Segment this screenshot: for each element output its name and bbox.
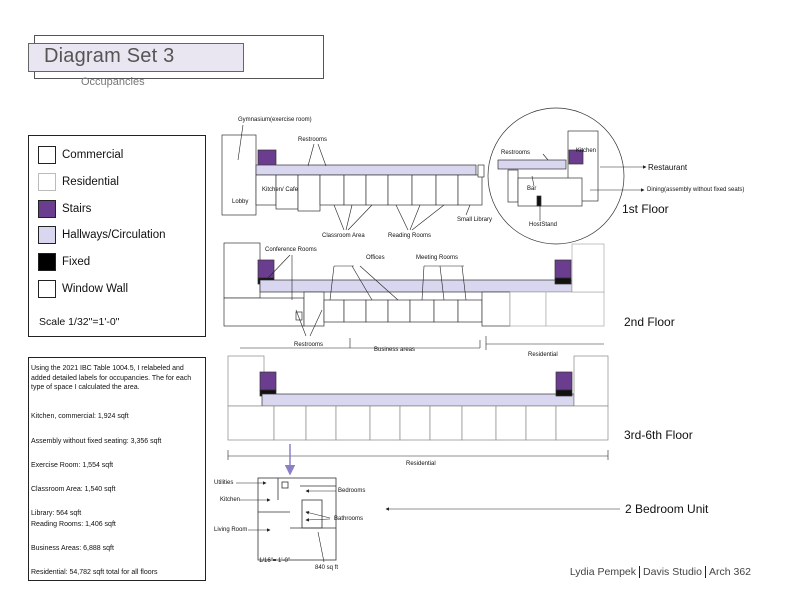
legend-label: Commercial [62, 149, 124, 161]
label-kitchen-cafe: Kitchen/ Cafe [262, 187, 299, 193]
legend-item-fixed: Fixed [38, 253, 90, 271]
commercial-swatch [38, 146, 56, 164]
label-business-areas: Business areas [374, 347, 416, 353]
second-floor-plan [223, 242, 605, 327]
legend-label: Hallways/Circulation [62, 229, 166, 241]
label-unit-scale: 1/16"= 1'-0" [259, 558, 290, 564]
note-library: Library: 564 sqft [31, 510, 82, 517]
label-living-room: Living Room [214, 527, 248, 533]
hallway-swatch [38, 226, 56, 244]
label-unit-kitchen: Kitchen [220, 497, 241, 503]
legend-label: Fixed [62, 256, 91, 268]
note-kitchen: Kitchen, commercial: 1,924 sqft [31, 413, 129, 420]
footer-course: Arch 362 [708, 566, 751, 578]
label-kitchen: Kitchen [576, 148, 597, 154]
scale-note: Scale 1/32"=1'-0" [39, 316, 120, 328]
note-assembly: Assembly without fixed seating: 3,356 sq… [31, 438, 162, 445]
callout-lines [227, 124, 647, 563]
legend-label: Residential [62, 176, 119, 188]
page-title: Diagram Set 3 [44, 45, 175, 67]
label-offices: Offices [366, 255, 385, 261]
legend: Commercial Residential Stairs Hallways/C… [28, 135, 206, 337]
label-classroom-area: Classroom Area [322, 233, 365, 239]
legend-item-residential: Residential [38, 173, 119, 191]
label-restrooms-rest: Restrooms [501, 150, 531, 156]
label-reading-rooms: Reading Rooms [388, 233, 432, 239]
fixed-swatch [38, 253, 56, 271]
typical-floor-plan [227, 355, 609, 441]
label-gymnasium: Gymnasium(exercise room) [238, 117, 312, 123]
floor-title-first: 1st Floor [622, 202, 669, 216]
occupancy-notes: Using the 2021 IBC Table 1004.5, I relab… [28, 357, 206, 581]
legend-item-hallways: Hallways/Circulation [38, 226, 166, 244]
label-host-stand: HostStand [529, 222, 558, 228]
note-exercise: Exercise Room: 1,554 sqft [31, 462, 114, 469]
label-conference-rooms: Conference Rooms [265, 247, 317, 253]
stairs-swatch [38, 200, 56, 218]
label-unit-area: 840 sq ft [315, 565, 339, 571]
note-residential: Residential: 54,782 sqft total for all f… [31, 569, 158, 576]
label-meeting-rooms: Meeting Rooms [416, 255, 459, 261]
page-subtitle: Occupancies [81, 76, 145, 88]
note-business: Business Areas: 6,888 sqft [31, 545, 114, 552]
first-floor-plan [221, 107, 625, 245]
label-bathrooms: Bathrooms [334, 516, 364, 522]
floor-title-unit: 2 Bedroom Unit [625, 502, 709, 516]
label-bar: Bar [527, 186, 537, 192]
window-wall-swatch [38, 280, 56, 298]
label-utilities: Utilities [214, 480, 234, 486]
label-residential-2nd: Residential [528, 352, 558, 358]
label-lobby: Lobby [232, 199, 249, 205]
legend-item-stairs: Stairs [38, 200, 91, 218]
note-classroom: Classroom Area: 1,540 sqft [31, 486, 116, 493]
legend-label: Window Wall [62, 283, 129, 295]
title-banner [28, 43, 244, 72]
label-restrooms-2: Restrooms [294, 342, 324, 348]
residential-swatch [38, 173, 56, 191]
notes-intro: Using the 2021 IBC Table 1004.5, I relab… [31, 365, 192, 391]
label-bedrooms: Bedrooms [338, 488, 366, 494]
label-dining: Dining(assembly without fixed seats) [647, 187, 745, 193]
footer-studio: Davis Studio [640, 566, 706, 578]
floor-title-typical: 3rd-6th Floor [624, 428, 693, 442]
label-residential-typical: Residential [406, 461, 436, 467]
legend-item-commercial: Commercial [38, 146, 123, 164]
label-restrooms-1: Restrooms [298, 137, 328, 143]
legend-item-window-wall: Window Wall [38, 280, 128, 298]
footer-name: Lydia Pempek [567, 566, 641, 578]
legend-label: Stairs [62, 203, 92, 215]
note-reading: Reading Rooms: 1,406 sqft [31, 521, 116, 528]
footer-credits: Lydia Pempek Davis Studio Arch 362 [567, 566, 754, 578]
label-small-library: Small Library [457, 217, 493, 223]
floor-title-second: 2nd Floor [624, 315, 675, 329]
label-restaurant: Restaurant [648, 163, 688, 172]
